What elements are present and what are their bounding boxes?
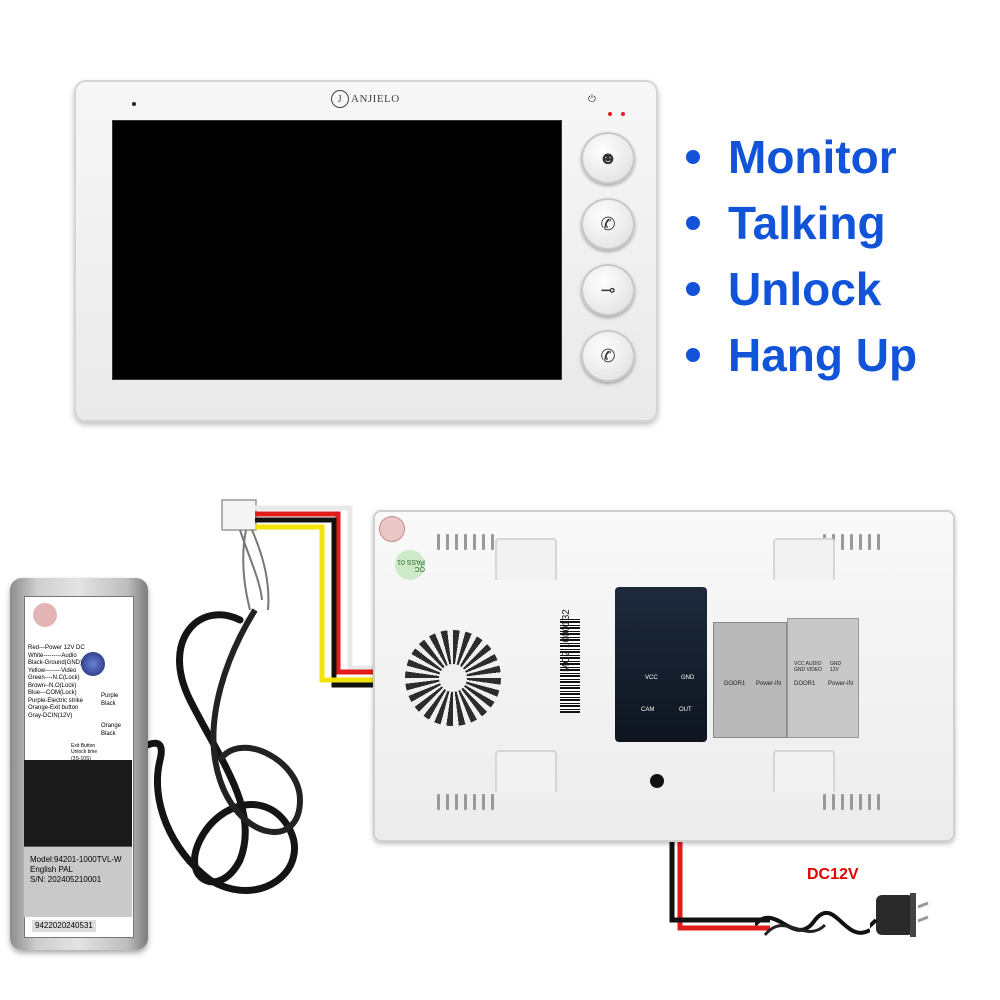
wiring-line: Gray-DCIN(12V) <box>28 712 73 719</box>
mic-hole <box>132 102 136 106</box>
terminal-label-1: DOOR1 Power-IN <box>713 622 787 738</box>
barcode <box>560 617 580 713</box>
exit-line: Unlock time <box>71 749 98 756</box>
power-pin-label: GND 12V <box>830 661 842 673</box>
wiring-line: Purple-Electric strike <box>28 697 84 704</box>
mount-slot <box>773 750 835 792</box>
vent-bottom-right <box>823 794 880 810</box>
exit-button-label: Exit Button Unlock time (3S-10S) <box>71 743 97 762</box>
phone-answer-icon: ✆ <box>600 213 616 234</box>
wiring-line: Red---Power 12V DC <box>28 645 85 651</box>
indoor-monitor-front: J ANJIELO ⏻ ☻ ✆ ⊸ ✆ <box>74 80 658 422</box>
vent-bottom-left <box>437 794 494 810</box>
pinout-label: VCC AUDIO GND VIDEO <box>794 661 823 673</box>
model-line: English PAL <box>30 865 73 874</box>
wire-color-label: Black <box>101 730 116 737</box>
feature-list: Monitor Talking Unlock Hang Up <box>686 124 917 388</box>
dc12v-label: DC12V <box>807 866 859 883</box>
wall-hole <box>650 774 664 788</box>
brand-logo: J ANJIELO <box>331 90 400 108</box>
feature-label: Hang Up <box>728 329 918 381</box>
wire-connector-plug <box>221 499 257 531</box>
wiring-line: Green----N.C(Lock) <box>28 675 80 681</box>
cable-coil-2 <box>210 608 304 835</box>
power-adapter <box>870 893 929 937</box>
out-label: OUT <box>679 707 692 713</box>
exit-line: (3S-10S) <box>71 755 92 762</box>
power-icon: ⏻ <box>588 94 596 105</box>
connector-label: VCC <box>645 675 658 681</box>
door-unit-lower-panel <box>24 760 132 846</box>
door-label: DOOR1 <box>794 681 816 687</box>
door-label: DOOR1 <box>724 681 746 687</box>
talk-button[interactable]: ✆ <box>581 198 635 250</box>
connector-panel: VCC GND CAM OUT <box>615 587 707 742</box>
serial-code: 9422020240531 <box>32 920 96 932</box>
model-line: Model:94201-1000TVL-W <box>30 855 122 864</box>
purple-black-label: Purple Black <box>101 693 118 708</box>
phone-hangup-icon: ✆ <box>600 345 616 366</box>
bullet-icon <box>686 150 700 164</box>
cam-label: CAM <box>641 707 655 713</box>
feature-item: Talking <box>686 190 917 256</box>
power-in-label: Power-IN <box>828 681 854 687</box>
display-screen <box>112 120 562 380</box>
wiring-legend: Red---Power 12V DC White---------Audio B… <box>28 645 98 720</box>
speaker-center <box>439 664 467 692</box>
key-icon: ⊸ <box>600 279 616 300</box>
camera-lens-sticker <box>81 652 105 676</box>
wiring-line: Blue---COM(Lock) <box>28 690 77 696</box>
model-lines: Model:94201-1000TVL-W English PAL S/N: 2… <box>30 855 122 885</box>
wire-color-label: Orange <box>101 723 122 729</box>
wiring-line: Yellow--------Video <box>28 667 77 674</box>
feature-item: Unlock <box>686 256 917 322</box>
outdoor-camera-unit: Red---Power 12V DC White---------Audio B… <box>10 578 148 950</box>
unlock-button[interactable]: ⊸ <box>581 264 635 316</box>
vent-top-left <box>437 534 494 550</box>
mount-slot <box>495 538 557 580</box>
bullet-icon <box>686 216 700 230</box>
status-led-red <box>608 112 612 116</box>
feature-item: Monitor <box>686 124 917 190</box>
monitor-button[interactable]: ☻ <box>581 132 635 184</box>
power-in-label: Power-IN <box>756 681 782 687</box>
terminal-label-2: VCC AUDIO GND VIDEO GND 12V DOOR1 Power-… <box>787 618 859 738</box>
model-line: S/N: 202405210001 <box>30 875 102 884</box>
seal-sticker <box>379 516 405 542</box>
hangup-button[interactable]: ✆ <box>581 330 635 382</box>
brand-logo-icon: J <box>331 90 349 108</box>
wiring-line: Brown--N.O(Lock) <box>28 682 77 689</box>
qc-pass-sticker: QC PASS 01 <box>395 550 425 580</box>
users-icon: ☻ <box>598 147 618 168</box>
feature-item: Hang Up <box>686 322 917 388</box>
mount-slot <box>773 538 835 580</box>
mount-slot <box>495 750 557 792</box>
wire-leads <box>239 529 270 611</box>
feature-label: Talking <box>728 197 886 249</box>
wire-color-label: Black <box>101 700 116 707</box>
barcode-text: MC2...000132 <box>561 609 572 672</box>
wiring-line: Black-Ground(GND) <box>28 660 83 666</box>
wiring-line: White---------Audio <box>28 652 77 659</box>
connector-label: GND <box>681 675 695 681</box>
wire-color-label: Purple <box>101 693 119 699</box>
adapter-cable <box>755 910 870 936</box>
brand-name: ANJIELO <box>351 93 400 105</box>
feature-label: Monitor <box>728 131 897 183</box>
wiring-line: Orange-Exit button <box>28 705 79 711</box>
orange-black-label: Orange Black <box>101 723 121 738</box>
bullet-icon <box>686 282 700 296</box>
status-led-red-2 <box>621 112 625 116</box>
indoor-monitor-back: QC PASS 01 MC2...000132 VCC GND CAM OUT … <box>373 510 955 842</box>
exit-line: Exit Button <box>71 743 96 749</box>
model-label: Model:94201-1000TVL-W English PAL S/N: 2… <box>24 846 132 917</box>
bullet-icon <box>686 348 700 362</box>
feature-label: Unlock <box>728 263 882 315</box>
seal-sticker <box>33 603 57 627</box>
